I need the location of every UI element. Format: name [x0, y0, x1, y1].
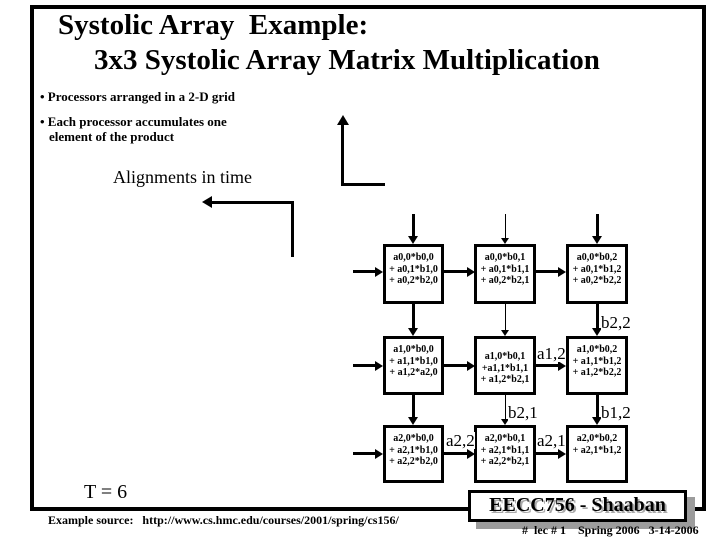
processor-term: a2,0*b0,0 — [393, 433, 434, 444]
processor-term: + a2,1*b1,2 — [572, 444, 622, 456]
flow-arrow-down-line — [505, 214, 506, 238]
arrowhead-down-icon — [592, 236, 602, 244]
processor-box-r1c2: a1,0*b0,2 + a1,1*b1,2 + a1,2*b2,2 — [566, 336, 628, 395]
flow-arrow-right-line — [444, 364, 467, 367]
arrowhead-right-icon — [558, 361, 566, 371]
flow-arrow-down-line — [505, 304, 506, 330]
processor-term: a1,0*b0,1 — [484, 351, 526, 362]
arrowhead-right-icon — [375, 449, 383, 459]
arrowhead-right-icon — [375, 361, 383, 371]
time-arrow-left-drop-line — [291, 201, 294, 257]
bullet-accumulates-line1: • Each processor accumulates one — [40, 114, 227, 129]
processor-box-r0c1: a0,0*b0,1 + a0,1*b1,1 + a0,2*b2,1 — [474, 244, 536, 304]
flow-arrow-down-line — [596, 304, 599, 328]
flow-arrow-right-line — [353, 364, 375, 367]
flow-arrow-right-line — [353, 270, 375, 273]
arrowhead-right-icon — [558, 449, 566, 459]
processor-box-r0c0: a0,0*b0,0 + a0,1*b1,0 + a0,2*b2,0 — [383, 244, 444, 304]
flow-arrow-right-line — [536, 270, 558, 273]
edge-label-a1-2: a1,2 — [537, 344, 566, 363]
arrowhead-right-icon — [467, 449, 475, 459]
processor-term: + a2,2*b2,1 — [480, 456, 530, 467]
processor-term: + a1,2*a2,0 — [389, 367, 438, 378]
flow-arrow-down-line — [412, 214, 415, 236]
processor-term: + a0,1*b1,1 — [480, 263, 530, 275]
processor-box-r2c2: a2,0*b0,2 + a2,1*b1,2 — [566, 425, 628, 483]
arrowhead-down-icon — [408, 417, 418, 425]
arrowhead-down-icon — [408, 328, 418, 336]
slide-title-line2: 3x3 Systolic Array Matrix Multiplication — [94, 44, 600, 76]
edge-label-a2-2: a2,2 — [446, 431, 475, 450]
flow-arrow-right-line — [536, 452, 558, 455]
time-arrow-up-base-line — [341, 183, 385, 186]
processor-term: + a0,1*b1,2 — [572, 263, 622, 275]
flow-arrow-down-line — [412, 395, 415, 417]
arrowhead-down-icon — [501, 330, 509, 336]
arrowhead-right-icon — [375, 267, 383, 277]
arrowhead-left-icon — [202, 196, 212, 208]
bullet-processors-grid: • Processors arranged in a 2-D grid — [40, 89, 235, 104]
lecture-info-label: # lec # 1 Spring 2006 3-14-2006 — [522, 523, 699, 537]
time-arrow-left-line — [211, 201, 294, 204]
processor-term: + a2,2*b2,0 — [389, 456, 438, 467]
alignments-in-time-label: Alignments in time — [113, 167, 252, 187]
arrowhead-up-icon — [337, 115, 349, 125]
arrowhead-down-icon — [501, 238, 509, 244]
arrowhead-right-icon — [467, 267, 475, 277]
edge-label-b2-1: b2,1 — [508, 403, 538, 422]
processor-box-r1c1: a1,0*b0,1 +a1,1*b1,1 + a1,2*b2,1 — [474, 336, 536, 395]
processor-term: a0,0*b0,1 — [484, 252, 526, 263]
time-count-label: T = 6 — [84, 481, 128, 503]
processor-term: a2,0*b0,1 — [484, 433, 526, 444]
arrowhead-right-icon — [558, 267, 566, 277]
edge-label-b2-2: b2,2 — [601, 313, 631, 332]
arrowhead-down-icon — [592, 417, 602, 425]
processor-term: + a1,1*b1,0 — [389, 355, 438, 367]
processor-term: + a1,1*b1,2 — [572, 355, 622, 367]
edge-label-a2-1: a2,1 — [537, 431, 566, 450]
processor-term: + a2,1*b1,0 — [389, 444, 438, 456]
processor-term: + a0,2*b2,1 — [480, 275, 530, 286]
processor-term: + a1,2*b2,1 — [480, 374, 530, 385]
arrowhead-down-icon — [408, 236, 418, 244]
processor-term: +a1,1*b1,1 — [481, 362, 529, 374]
flow-arrow-down-line — [596, 214, 599, 236]
edge-label-b1-2: b1,2 — [601, 403, 631, 422]
processor-term: a1,0*b0,2 — [576, 344, 618, 355]
processor-box-r2c0: a2,0*b0,0 + a2,1*b1,0 + a2,2*b2,0 — [383, 425, 444, 483]
processor-term: a0,0*b0,2 — [576, 252, 618, 263]
flow-arrow-down-line — [412, 304, 415, 328]
processor-term: a0,0*b0,0 — [393, 252, 434, 263]
bullet-accumulates-line2: element of the product — [49, 129, 175, 144]
flow-arrow-right-line — [536, 364, 558, 367]
processor-term: + a0,1*b1,0 — [389, 263, 438, 275]
processor-term: a2,0*b0,2 — [576, 433, 618, 444]
course-banner: EECC756 - Shaaban — [468, 490, 687, 522]
arrowhead-down-icon — [501, 419, 509, 425]
arrowhead-down-icon — [592, 328, 602, 336]
slide-title-line1: Systolic Array Example: — [58, 9, 369, 41]
slide-border — [30, 5, 706, 511]
processor-term: + a2,1*b1,1 — [480, 444, 530, 456]
processor-box-r2c1: a2,0*b0,1 + a2,1*b1,1 + a2,2*b2,1 — [474, 425, 536, 483]
processor-term: + a0,2*b2,2 — [572, 275, 622, 286]
processor-box-r0c2: a0,0*b0,2 + a0,1*b1,2 + a0,2*b2,2 — [566, 244, 628, 304]
time-arrow-up-line — [341, 124, 344, 186]
example-source-label: Example source: http://www.cs.hmc.edu/co… — [48, 513, 399, 527]
flow-arrow-right-line — [353, 452, 375, 455]
processor-term: + a1,2*b2,2 — [572, 367, 622, 378]
flow-arrow-right-line — [444, 452, 467, 455]
arrowhead-right-icon — [467, 361, 475, 371]
flow-arrow-down-line — [505, 395, 506, 419]
processor-term: + a0,2*b2,0 — [389, 275, 438, 286]
flow-arrow-right-line — [444, 270, 467, 273]
processor-box-r1c0: a1,0*b0,0 + a1,1*b1,0 + a1,2*a2,0 — [383, 336, 444, 395]
processor-term: a1,0*b0,0 — [393, 344, 434, 355]
flow-arrow-down-line — [596, 395, 599, 417]
